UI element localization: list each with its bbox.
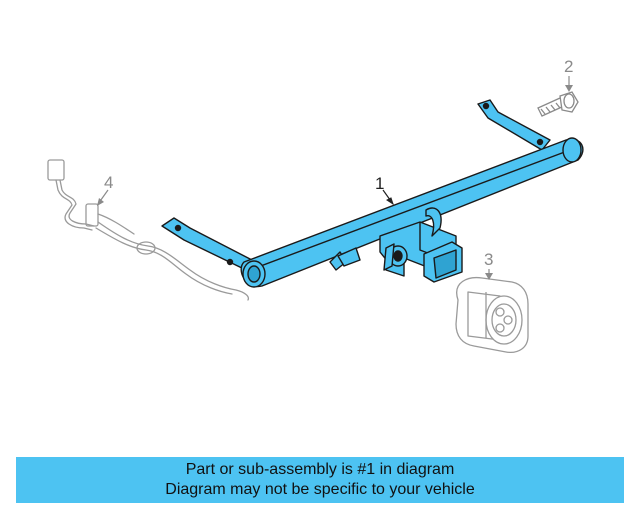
callout-4: 4 bbox=[97, 173, 113, 206]
callout-3: 3 bbox=[484, 250, 493, 280]
callout-4-label: 4 bbox=[104, 173, 113, 192]
callout-1: 1 bbox=[375, 174, 394, 206]
callout-3-label: 3 bbox=[484, 250, 493, 269]
bolt-part-2 bbox=[537, 91, 579, 117]
ball-mount-part-3 bbox=[455, 276, 529, 354]
parts-diagram: 1 2 3 4 bbox=[47, 57, 584, 354]
callout-1-label: 1 bbox=[375, 174, 384, 193]
diagram-caption-bar: Part or sub-assembly is #1 in diagram Di… bbox=[16, 457, 624, 503]
callout-2-label: 2 bbox=[564, 57, 573, 76]
hitch-receiver-part-1 bbox=[161, 99, 584, 288]
caption-line-1: Part or sub-assembly is #1 in diagram bbox=[185, 461, 455, 478]
callout-2: 2 bbox=[564, 57, 573, 92]
wiring-harness-part-4 bbox=[47, 159, 250, 301]
caption-line-2: Diagram may not be specific to your vehi… bbox=[165, 481, 475, 498]
